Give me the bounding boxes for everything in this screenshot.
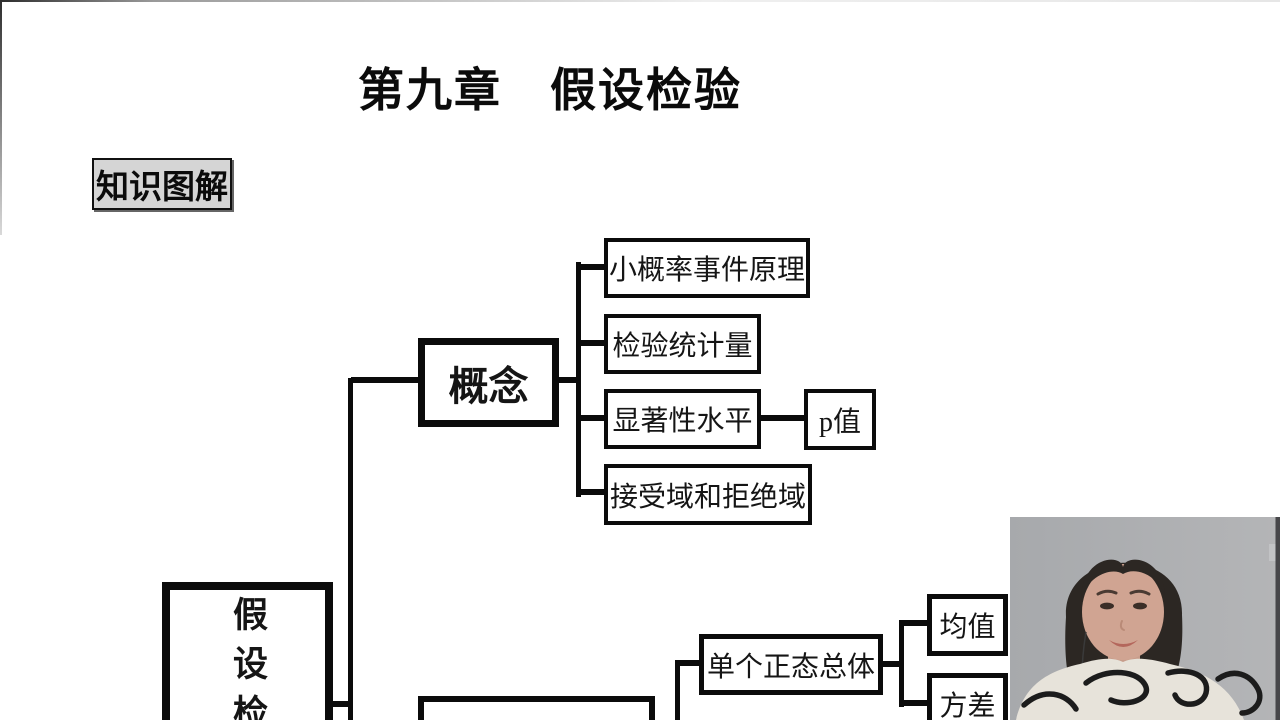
node-significance-level: 显著性水平 [604,389,761,449]
connector-concept-right [558,377,580,383]
connector-to-single-normal [678,660,701,666]
node-mean: 均值 [927,594,1008,656]
node-acceptance-rejection-region: 接受域和拒绝域 [604,464,812,525]
connector-single-normal-right [881,661,901,667]
connector-branch2-spine [675,660,680,720]
chapter-title: 第九章 假设检验 [358,64,742,116]
connector-main-spine [348,378,353,720]
node-concept: 概念 [418,338,559,427]
background-highlight [1269,544,1279,561]
presenter-portrait [1016,559,1263,720]
node-test-statistic: 检验统计量 [604,314,761,374]
node-small-probability-principle: 小概率事件原理 [604,238,810,298]
node-variance: 方差 [927,673,1008,720]
connector-significance-to-pvalue [759,415,806,421]
node-root-hypothesis-testing: 假设检验 [162,582,333,720]
connector-normal-child-spine [899,620,904,707]
connector-spine-to-concept [351,377,418,383]
connector-to-variance [902,700,928,706]
connector-to-significance [579,415,606,421]
webcam-right-edge [1275,517,1280,720]
connector-to-principle [579,264,606,270]
frame-left-edge [0,0,2,235]
connector-concept-child-spine [576,262,581,497]
connector-to-regions [579,489,606,495]
connector-root-to-spine [333,701,351,707]
node-single-normal-population: 单个正态总体 [699,634,883,695]
webcam-overlay [1010,517,1280,720]
node-root-label: 假设检验 [228,596,267,720]
section-badge: 知识图解 [92,158,232,210]
frame-top-edge [0,0,1280,2]
node-branch2-clipped [418,696,655,720]
connector-to-statistic [579,340,606,346]
node-p-value: p值 [804,389,876,450]
connector-to-mean [902,620,928,626]
